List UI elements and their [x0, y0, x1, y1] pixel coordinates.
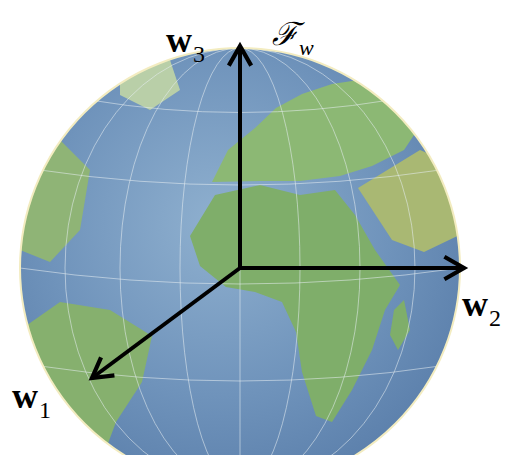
axis-w2	[240, 266, 464, 270]
south-america	[20, 302, 152, 455]
frame-label: ℱw	[272, 18, 314, 50]
africa	[190, 185, 400, 422]
axis-w3	[238, 46, 242, 268]
axis-label: w2	[462, 286, 501, 322]
axis-label: w3	[166, 22, 205, 58]
axes	[92, 46, 464, 378]
axis-w1	[92, 268, 240, 378]
europe	[212, 78, 424, 182]
madagascar	[390, 300, 410, 350]
axis-label: w1	[12, 378, 51, 414]
